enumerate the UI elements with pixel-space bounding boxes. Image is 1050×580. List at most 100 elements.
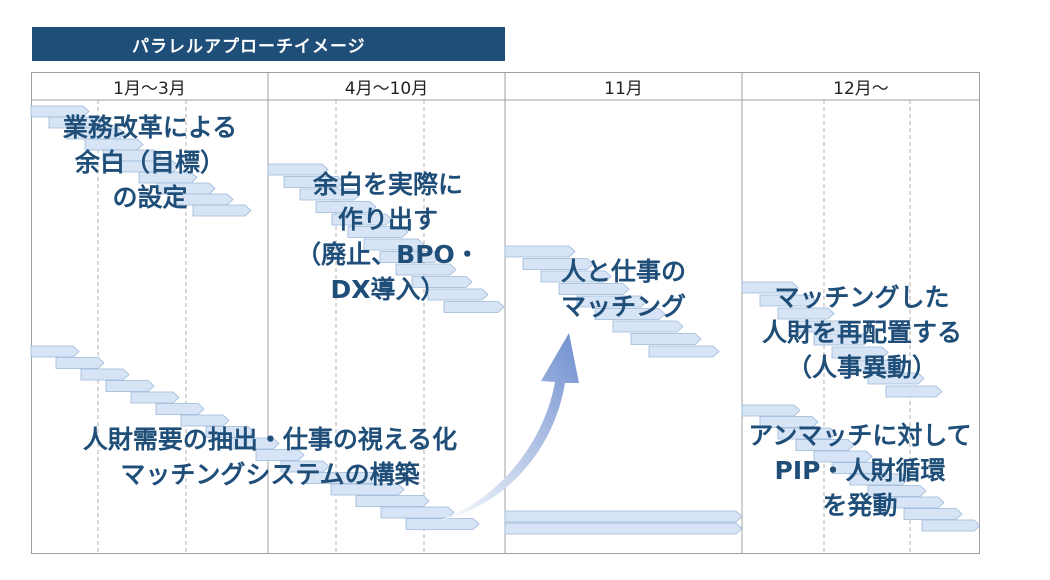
gantt-bar-create [395, 263, 457, 276]
gantt-bar-system [55, 357, 105, 369]
label-target-setting: 業務改革による 余白（目標） の設定 [30, 110, 270, 215]
gantt-bar-reassign [867, 372, 925, 385]
gantt-bar-matching [612, 320, 684, 333]
gantt-bar-mismatch [849, 473, 909, 486]
gantt-bar-mismatch [759, 416, 819, 428]
gantt-bar-mismatch [831, 462, 891, 474]
label-line: 余白を実際に [312, 170, 463, 199]
gantt-bar-create [267, 163, 329, 176]
gantt-bar-system [80, 368, 130, 381]
gantt-bar-target [138, 171, 198, 184]
gantt-bar-system [105, 380, 155, 392]
label-mismatch: アンマッチに対して PIP・人財循環 を発動 [730, 418, 990, 523]
gantt-bar-system [130, 391, 180, 404]
gantt-bar-create [347, 226, 409, 238]
gantt-bar-system [255, 449, 305, 461]
gantt-bar-create [283, 176, 345, 188]
gantt-bar-system [30, 345, 80, 358]
gantt-bar-system [330, 483, 405, 496]
label-line: 人財需要の抽出・仕事の視える化 [82, 425, 458, 454]
gantt-bar-matching [522, 258, 594, 270]
gantt-bar-system [380, 506, 455, 519]
gantt-bar-reassign [759, 294, 817, 307]
gantt-bar-mismatch [741, 404, 801, 417]
label-line: PIP・人財循環 [774, 456, 946, 485]
gantt-bar-create [411, 276, 473, 288]
label-reassign: マッチングした 人財を再配置する （人事異動） [742, 280, 982, 385]
label-line: 作り出す [337, 205, 438, 234]
gantt-bar-mismatch [867, 485, 927, 497]
gantt-bar-create [315, 201, 377, 213]
gantt-bar-target [66, 127, 126, 140]
label-line: 余白（目標） [74, 148, 225, 177]
gantt-bar-matching [594, 308, 666, 320]
period-label: 11月 [604, 78, 643, 99]
gantt-bar-system [355, 495, 430, 507]
gantt-bar-system-long [504, 510, 743, 523]
gantt-bar-create [363, 238, 425, 251]
gantt-bar-reassign [885, 385, 943, 398]
gantt-bar-system [305, 472, 380, 484]
gantt-bar-mismatch [813, 450, 873, 463]
gantt-bar-create [427, 288, 489, 301]
period-label: 1月～3月 [113, 78, 186, 99]
gantt-bar-reassign [849, 359, 907, 372]
gantt-bar-matching [540, 270, 612, 283]
gantt-bar-target [120, 160, 180, 173]
gantt-bar-target [30, 105, 90, 118]
gantt-bar-matching [504, 245, 576, 258]
progress-arrow [438, 333, 579, 521]
gantt-bar-target [156, 182, 216, 195]
gantt-bar-mismatch [921, 519, 981, 532]
gantt-bar-system [230, 437, 280, 450]
label-line: DX導入） [330, 275, 446, 304]
gantt-bar-mismatch [903, 508, 963, 520]
gantt-bar-mismatch [885, 496, 945, 509]
gantt-bar-matching [630, 333, 702, 345]
period-header-1: 1月～3月 [31, 72, 268, 100]
gantt-bar-reassign [813, 333, 871, 346]
gantt-bar-reassign [777, 307, 835, 320]
label-line: マッチング [560, 292, 686, 321]
gantt-bar-system-long [504, 522, 743, 535]
label-line: （人事異動） [786, 353, 937, 382]
label-matching: 人と仕事の マッチング [505, 254, 742, 324]
label-system: 人財需要の抽出・仕事の視える化 マッチングシステムの構築 [30, 422, 510, 492]
gantt-bar-target [102, 149, 162, 162]
label-line: の設定 [112, 183, 188, 212]
gantt-bar-create [379, 251, 441, 263]
gantt-bar-target [48, 116, 108, 129]
label-line: アンマッチに対して [748, 421, 972, 450]
label-line: マッチングした [774, 283, 950, 312]
gantt-bar-system [180, 414, 230, 427]
gantt-bar-target [174, 193, 234, 206]
label-line: （廃止、BPO・ [296, 240, 480, 269]
gantt-bar-mismatch [777, 427, 837, 440]
gantt-bar-create [299, 188, 361, 201]
period-label: 12月～ [833, 78, 889, 99]
label-create-margin: 余白を実際に 作り出す （廃止、BPO・ DX導入） [268, 167, 508, 307]
gantt-bar-create [443, 301, 505, 313]
gantt-bar-matching [576, 295, 648, 308]
gantt-bar-target [84, 138, 144, 151]
label-line: マッチングシステムの構築 [120, 460, 420, 489]
label-line: 業務改革による [62, 113, 238, 142]
period-header-3: 11月 [505, 72, 742, 100]
gantt-bar-reassign [741, 281, 799, 294]
gantt-bar-system [205, 426, 255, 438]
period-label: 4月～10月 [344, 78, 429, 99]
gantt-bar-system [405, 518, 480, 530]
period-header-4: 12月～ [742, 72, 980, 100]
gantt-bar-matching [558, 283, 630, 295]
gantt-bar-system [280, 460, 330, 473]
title-text: パラレルアプローチイメージ [132, 36, 366, 57]
gantt-bar-reassign [831, 346, 889, 359]
title-banner: パラレルアプローチイメージ [32, 27, 505, 61]
gantt-bar-reassign [795, 320, 853, 333]
gantt-bar-target [192, 204, 252, 217]
label-line: 人と仕事の [560, 257, 686, 286]
period-header-2: 4月～10月 [268, 72, 505, 100]
label-line: 人財を再配置する [761, 318, 962, 347]
gantt-bar-mismatch [795, 439, 855, 451]
